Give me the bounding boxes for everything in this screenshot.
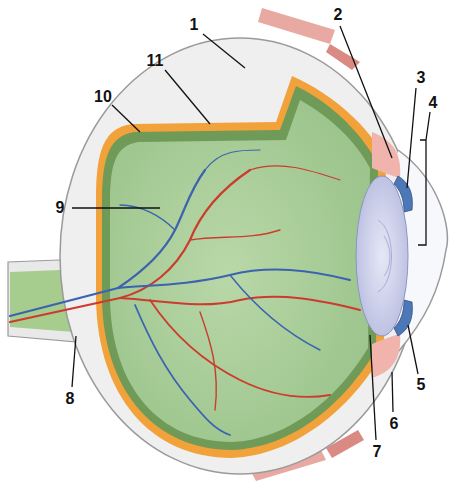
blood-vessels [10,150,360,435]
callout-number: 5 [417,377,426,393]
muscle [326,44,360,70]
callout-number: 6 [390,416,399,432]
callout-number: 11 [147,53,164,69]
callout-number: 4 [429,95,438,111]
callout-number: 7 [373,444,382,460]
callout-number: 9 [56,200,65,216]
fundus [110,100,370,442]
sclera [60,38,420,474]
callout-number: 2 [334,7,343,23]
leader-lines [72,26,430,440]
ciliary-body [372,334,400,378]
callout-number: 8 [66,391,75,407]
lens-lines [378,220,392,292]
callout-number: 10 [94,89,112,105]
callout-number: 3 [417,70,426,86]
muscle [258,8,335,44]
choroid [96,76,386,458]
callout-number: 1 [190,17,199,33]
lens [356,176,408,336]
ciliary-body [372,132,400,178]
